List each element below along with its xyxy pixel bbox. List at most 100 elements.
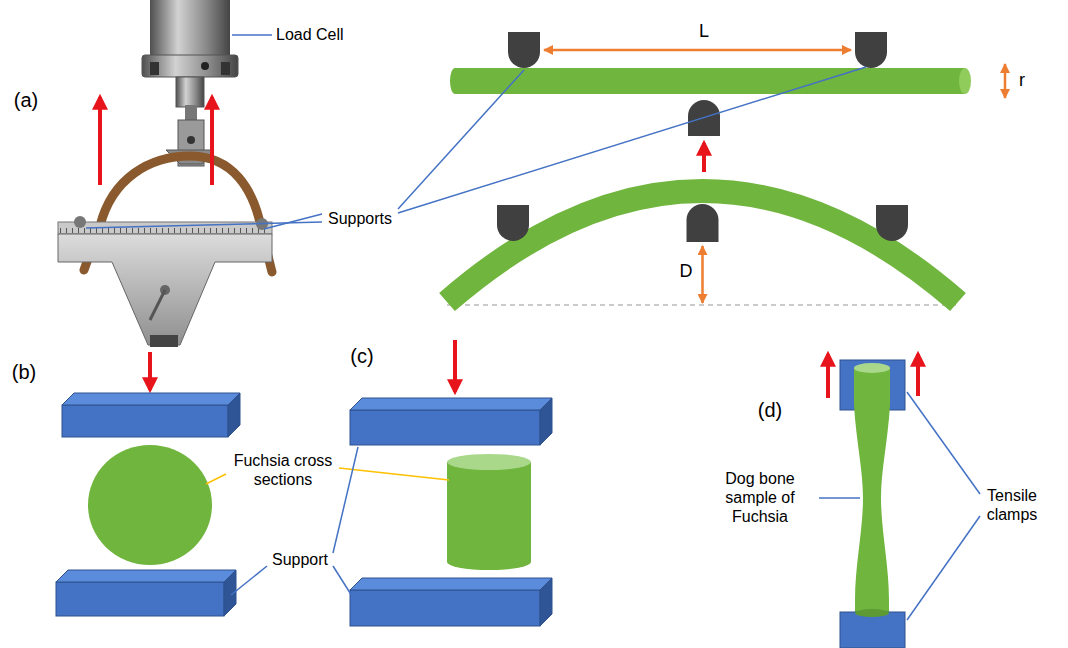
leader-line-part: [398, 70, 524, 209]
tensile-test-sketch-part: [854, 368, 890, 630]
lateral-compression-sketch-part: [62, 393, 240, 405]
test-machine-photo-part: [98, 97, 102, 185]
axial-compression-sketch-part: [350, 398, 552, 410]
part-label: Load Cell: [276, 25, 344, 44]
tensile-test-sketch-part: [826, 354, 830, 398]
label-anchor: Fuchsia cross sections: [231, 451, 335, 489]
label-anchor: (c): [350, 344, 373, 368]
tensile-test-sketch-part: [854, 363, 890, 373]
three-point-bend-schematic-part: [455, 68, 965, 94]
tensile-test-sketch-part: [840, 612, 905, 648]
test-machine-photo-part: [150, 0, 230, 60]
leader-line-part: [231, 566, 267, 595]
test-machine-photo-part: [58, 234, 272, 345]
axial-compression-sketch: [350, 340, 552, 626]
axial-compression-sketch-part: [447, 462, 531, 562]
three-point-bend-schematic-part: [855, 32, 887, 68]
leader-line-part: [907, 392, 980, 494]
dimension-label: L: [699, 21, 709, 43]
test-machine-photo-part: [74, 216, 86, 228]
axial-compression-sketch-part: [350, 578, 552, 590]
label-anchor: L: [699, 21, 709, 43]
label-anchor: r: [1019, 70, 1025, 92]
three-point-bend-schematic-part: [544, 49, 851, 52]
panel-letter: (a): [14, 88, 38, 112]
test-machine-photo-part: [210, 97, 214, 185]
panel-letter: (d): [758, 398, 782, 422]
label-anchor: Supports: [328, 209, 392, 228]
panel-letter: (c): [350, 344, 373, 368]
bent-rod-schematic-part: [447, 304, 958, 306]
label-anchor: Tensile clamps: [967, 486, 1057, 524]
leader-line-part: [339, 468, 449, 480]
axial-compression-sketch-part: [540, 398, 552, 445]
part-label: Fuchsia cross sections: [231, 451, 335, 489]
part-label: Supports: [328, 209, 392, 228]
test-machine-photo-part: [150, 62, 159, 75]
test-machine-photo-part: [150, 335, 178, 347]
test-machine-photo-part: [176, 77, 204, 107]
label-anchor: Support: [272, 550, 328, 569]
dimension-label: D: [680, 261, 693, 283]
axial-compression-sketch-part: [350, 410, 540, 445]
label-anchor: (a): [14, 88, 38, 112]
leader-line: [819, 392, 980, 620]
leader-line-part: [333, 447, 358, 553]
lateral-compression-sketch-part: [148, 352, 152, 390]
tensile-test-sketch-part: [855, 609, 889, 617]
label-anchor: D: [680, 261, 693, 283]
three-point-bend-schematic-part: [508, 32, 540, 68]
leader-line-part: [819, 497, 860, 499]
leader-line: [231, 447, 358, 596]
three-point-bend-schematic-part: [1004, 64, 1007, 98]
leader-line-part: [333, 566, 352, 596]
bent-rod-schematic-part: [687, 204, 719, 242]
three-point-bend-schematic-part: [702, 143, 706, 172]
lateral-compression-sketch: [56, 352, 240, 616]
test-machine-photo-part: [232, 34, 272, 36]
test-machine-photo: [58, 0, 272, 347]
part-label: Dog bone sample of Fuchsia: [705, 469, 815, 527]
test-machine-photo-part: [201, 62, 209, 70]
axial-compression-sketch-part: [447, 454, 531, 470]
bent-rod-schematic: [447, 191, 958, 305]
leader-line: [86, 67, 866, 229]
bent-rod-schematic-part: [701, 246, 704, 303]
bent-rod-schematic-part: [447, 191, 958, 302]
tensile-test-sketch: [828, 354, 918, 648]
axial-compression-sketch-part: [540, 578, 552, 626]
test-machine-photo-part: [142, 55, 238, 77]
axial-compression-sketch-part: [447, 554, 531, 570]
three-point-bend-schematic: [450, 32, 1005, 172]
bent-rod-schematic-part: [497, 205, 529, 241]
leader-line-part: [86, 222, 322, 228]
bent-rod-schematic-part: [876, 205, 908, 241]
part-label: Tensile clamps: [967, 486, 1057, 524]
three-point-bend-schematic-part: [450, 68, 460, 94]
lateral-compression-sketch-part: [56, 582, 224, 616]
axial-compression-sketch-part: [453, 340, 457, 392]
label-anchor: Load Cell: [276, 25, 344, 44]
test-machine-photo-part: [150, 290, 165, 320]
tensile-test-sketch-part: [916, 354, 920, 396]
test-machine-photo-part: [221, 62, 230, 75]
leader-line-part: [398, 67, 866, 213]
lateral-compression-sketch-part: [62, 405, 228, 437]
panel-letter: (b): [12, 360, 36, 384]
label-anchor: (d): [758, 398, 782, 422]
dimension-label: r: [1019, 70, 1025, 92]
leader-line: [206, 468, 449, 484]
three-point-bend-schematic-part: [959, 68, 971, 94]
lateral-compression-sketch-part: [88, 445, 212, 565]
part-label: Support: [272, 550, 328, 569]
label-anchor: Dog bone sample of Fuchsia: [705, 469, 815, 527]
label-anchor: (b): [12, 360, 36, 384]
test-machine-photo-part: [187, 136, 195, 144]
leader-line-part: [907, 516, 980, 620]
lateral-compression-sketch-part: [56, 570, 236, 582]
axial-compression-sketch-part: [350, 590, 540, 626]
lateral-compression-sketch-part: [228, 393, 240, 437]
